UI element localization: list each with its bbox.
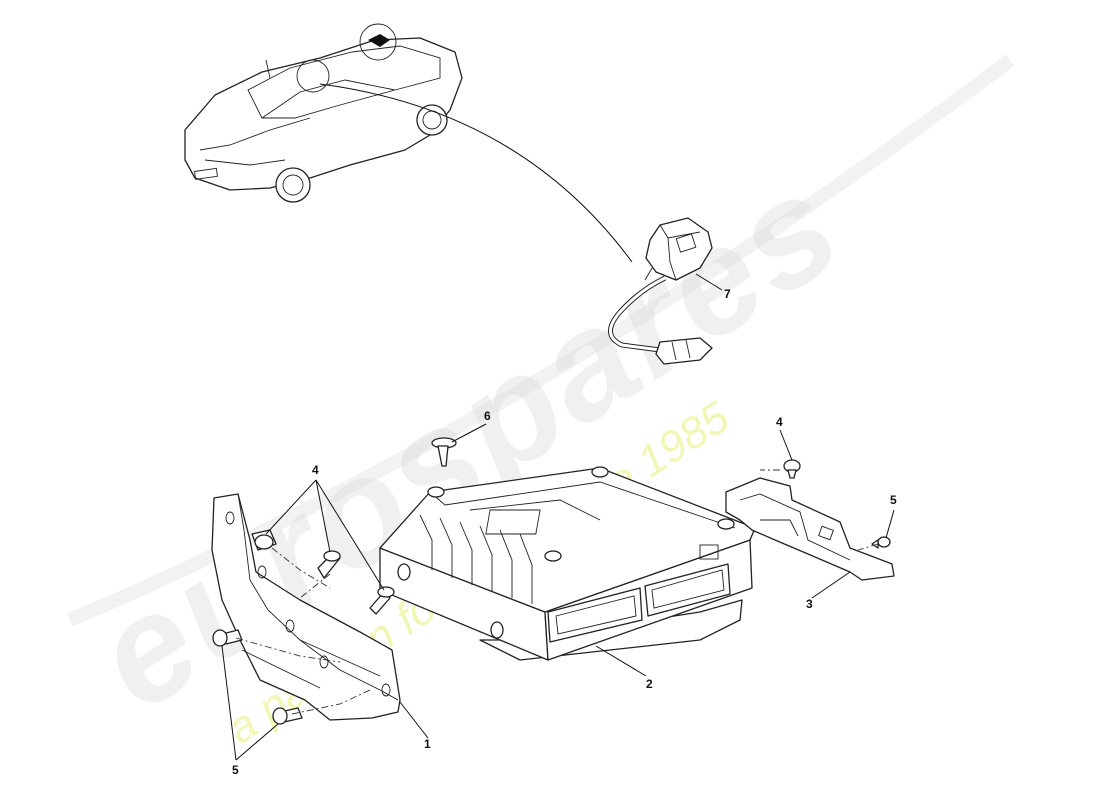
bolt-4-upper <box>251 529 277 551</box>
watermark-brand: eurospares <box>66 139 869 742</box>
fasteners <box>212 437 891 725</box>
bolt-4-lower <box>369 586 395 615</box>
callout-3: 3 <box>806 597 813 611</box>
clip-6 <box>431 437 457 467</box>
bolt-4-right <box>783 459 801 479</box>
part-3-right-bracket <box>725 477 895 581</box>
callout-4-left: 4 <box>312 463 319 477</box>
part-7-antenna-module <box>608 217 713 365</box>
car-overview <box>184 23 463 203</box>
callout-2: 2 <box>646 677 653 691</box>
bolt-5-upper <box>212 629 243 647</box>
callout-7: 7 <box>724 287 731 301</box>
part-2-control-unit <box>379 466 756 661</box>
bolt-4-middle <box>317 550 341 579</box>
leader-lines <box>221 273 895 761</box>
location-circle-front <box>296 59 330 93</box>
callout-5-left: 5 <box>232 763 239 777</box>
location-circle-rear <box>359 23 397 61</box>
callout-5-right: 5 <box>890 493 897 507</box>
callouts: 1 2 3 4 4 5 5 6 7 <box>232 287 897 777</box>
screw-5-right <box>871 536 891 549</box>
callout-1: 1 <box>424 737 431 751</box>
part-1-left-bracket <box>211 493 401 721</box>
callout-4-right: 4 <box>776 415 783 429</box>
callout-6: 6 <box>484 409 491 423</box>
location-leader <box>319 83 633 263</box>
bolt-5-lower <box>272 707 303 725</box>
